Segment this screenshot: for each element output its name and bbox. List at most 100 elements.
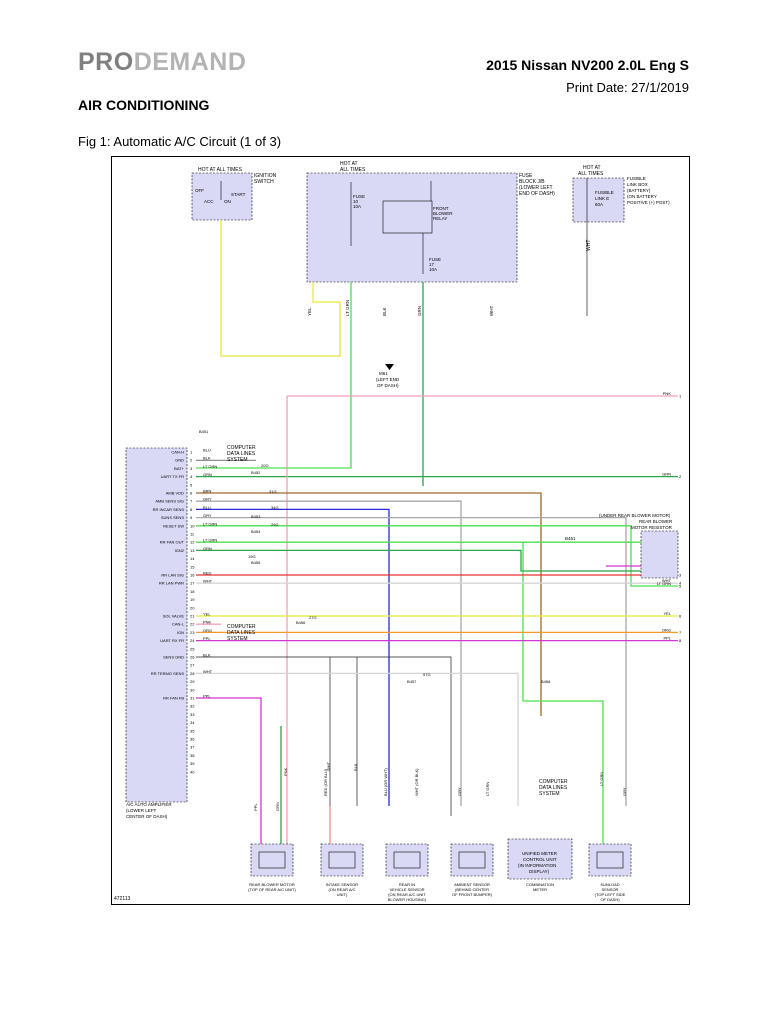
wire-grn-ign2 <box>196 549 678 572</box>
component-symbol <box>458 851 486 869</box>
ground-symbol <box>385 364 394 370</box>
module-pin-number: 11 <box>190 532 195 537</box>
module-pin-name: AMB VDD <box>166 491 184 496</box>
module-pin-name: IGN <box>177 630 184 635</box>
bottom-wire-label: LT GRN <box>485 782 490 796</box>
bottom-wire-label: GRN <box>275 802 280 811</box>
module-pin-name: RR INCAR SENS <box>153 507 185 512</box>
wire-gry-suns <box>196 516 627 806</box>
module-pin-name: BAT+ <box>174 466 184 471</box>
print-date: Print Date: 27/1/2019 <box>566 80 689 95</box>
module-pin-number: 22 <box>190 622 195 627</box>
ground-label-3: OF DASH) <box>377 383 399 388</box>
section-title: AIR CONDITIONING <box>78 97 210 113</box>
cdl3-label-1: COMPUTER <box>539 779 568 785</box>
link-label-2: LINK E <box>595 196 609 201</box>
right-wire-number: 6 <box>679 614 682 619</box>
module-pin-wire-label: WHT <box>203 669 213 674</box>
resistor-label-2: REAR BLOWER <box>639 519 673 524</box>
component-name-line: AMBIENT SENSOR <box>454 882 490 887</box>
component-name-line: (ON REAR A/C UNIT <box>388 892 426 897</box>
wire-code-label: 27G <box>309 615 317 620</box>
module-pin-number: 30 <box>190 687 195 692</box>
component-box <box>320 843 364 877</box>
cdl2-label-2: DATA LINES <box>227 630 256 636</box>
right-wire-number: 7 <box>679 630 682 635</box>
fuse-output-label: GRN <box>417 306 422 316</box>
right-wire-label: PPL <box>663 636 671 641</box>
connector-label: B453 <box>251 514 261 519</box>
wire-ltgrn-reset <box>196 525 678 587</box>
bottom-wire-label: BLK <box>353 763 358 771</box>
module-pin-number: 38 <box>190 753 195 758</box>
module-pin-name: UART RX FR <box>160 638 184 643</box>
fuse-block-label-2: BLOCK J/B <box>519 179 545 185</box>
module-pin-number: 14 <box>190 556 195 561</box>
fuse17-label-1: FUSE <box>429 257 441 262</box>
fusible-wht-label: WHT <box>586 240 592 251</box>
cdl2-label-3: SYSTEM <box>227 636 248 642</box>
module-pin-number: 9 <box>190 515 193 520</box>
rear-blower-resistor-box <box>640 530 679 579</box>
connector-label: B451 <box>199 429 209 434</box>
module-pin-name: IGN2 <box>175 548 185 553</box>
component-symbol <box>596 851 624 869</box>
connector-label: B452 <box>251 470 261 475</box>
module-pin-name: SOL VALVE <box>163 614 185 619</box>
module-pin-name: RESET SW <box>163 523 184 528</box>
link-label-3: 60A <box>595 202 603 207</box>
fuse-output-label: YEL <box>307 307 312 316</box>
connector-label: B457 <box>407 679 417 684</box>
cdl3-label-3: SYSTEM <box>539 791 560 797</box>
module-pin-number: 6 <box>190 491 193 496</box>
module-pin-wire-label: GRN <box>203 472 212 477</box>
component-name-line: SENSOR <box>602 887 619 892</box>
fuse17-label-2: 17 <box>429 262 435 267</box>
right-wire-label: YEL <box>663 611 671 616</box>
module-pin-number: 25 <box>190 646 195 651</box>
module-pin-wire-label: BRN <box>203 489 212 494</box>
module-pin-wire-label: PNK <box>203 620 212 625</box>
bottom-wire-label: BLU (OR WHT) <box>383 768 388 796</box>
module-label-3: CENTER OF DASH) <box>126 814 168 819</box>
wire-code-label: 20G <box>261 463 269 468</box>
bottom-wire-label: WHT <box>326 761 331 771</box>
pos-acc: ACC <box>204 199 214 204</box>
right-wire-number: 1 <box>679 394 682 399</box>
front-blower-relay <box>382 200 433 234</box>
right-wire-number: 8 <box>679 638 682 643</box>
cdl-label-3: SYSTEM <box>227 457 248 463</box>
ignition-label-1: IGNITION <box>254 173 277 179</box>
module-pin-number: 1 <box>190 450 193 455</box>
module-pin-wire-label: PPL <box>203 694 211 699</box>
module-pin-wire-label: ORG <box>203 628 212 633</box>
module-pin-name: RR FAN OUT <box>160 540 185 545</box>
fuse-output-label: LT GRN <box>345 300 350 316</box>
ground-label-2: (LEFT END <box>376 377 400 382</box>
bottom-wire-label: PNK <box>283 767 288 776</box>
component-name-line: OF DASH) <box>600 897 620 902</box>
link-label-1: FUSIBLE <box>595 190 614 195</box>
module-pin-number: 20 <box>190 605 195 610</box>
wire-yel-ign <box>220 220 341 357</box>
module-pin-name: RR TERMO SENS <box>151 671 185 676</box>
bottom-wire-label: RED (OR BLU) <box>323 768 328 796</box>
module-pin-number: 27 <box>190 663 195 668</box>
module-pin-number: 19 <box>190 597 195 602</box>
resistor-label-3: MOTOR RESISTOR <box>631 525 673 530</box>
module-pin-number: 2 <box>190 458 193 463</box>
component-name-line: (BEHIND CENTER <box>455 887 489 892</box>
component-name-line: OF FRONT BUMPER) <box>452 892 493 897</box>
right-wire-number: 3 <box>679 573 682 578</box>
component-name-line: REAR IN <box>399 882 415 887</box>
fuse-output-label: BLK <box>382 307 387 316</box>
ground-label-1: M61 <box>379 371 388 376</box>
module-pin-number: 21 <box>190 614 195 619</box>
cdl3-label-2: DATA LINES <box>539 785 568 791</box>
module-pin-wire-label: BLU <box>203 505 211 510</box>
right-wire-label: WHT <box>662 578 672 583</box>
right-wire-label: PNK <box>663 391 672 396</box>
wire-blk-sens-gnd <box>196 656 452 816</box>
module-pin-number: 13 <box>190 548 195 553</box>
connector-label: B458 <box>541 679 551 684</box>
